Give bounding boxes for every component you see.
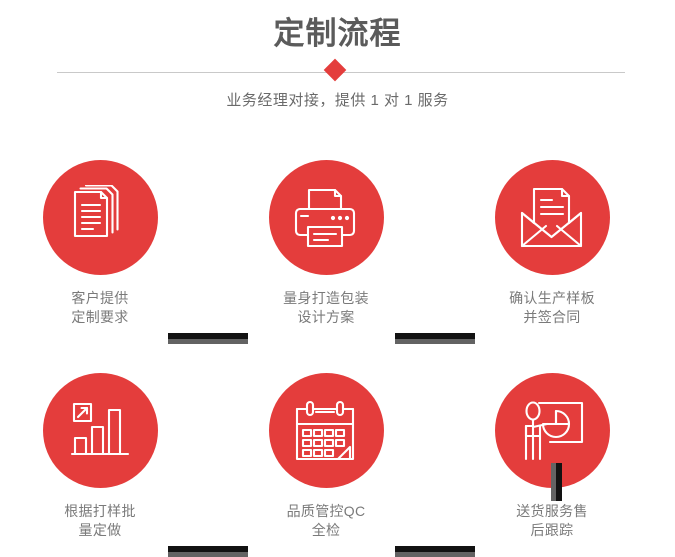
flow-step-5-circle xyxy=(268,373,384,488)
flow-step-5[interactable]: 品质管控QC 全检 xyxy=(211,373,441,540)
connector-bar-dark xyxy=(168,546,248,552)
diamond-marker-icon xyxy=(323,58,347,82)
connector-bar-dark xyxy=(168,333,248,339)
connector-bar-grey xyxy=(168,552,248,557)
connector-bar-dark xyxy=(395,333,475,339)
flow-step-4[interactable]: 根据打样批 量定做 xyxy=(0,373,215,540)
flow-step-6[interactable]: 送货服务售 后跟踪 xyxy=(437,373,667,540)
connector-step3-step6 xyxy=(551,463,562,501)
flow-step-3[interactable]: 确认生产样板 并签合同 xyxy=(437,160,667,327)
flow-step-4-circle xyxy=(42,373,158,488)
flow-step-1[interactable]: 客户提供 定制要求 xyxy=(0,160,215,327)
connector-bar-grey xyxy=(395,339,475,344)
connector-step5-step6 xyxy=(395,546,475,557)
connector-bar-grey xyxy=(168,339,248,344)
flow-step-4-label: 根据打样批 量定做 xyxy=(64,503,136,538)
flow-step-2-circle xyxy=(268,160,384,275)
flow-step-3-circle xyxy=(494,160,610,275)
page-header: 定制流程 业务经理对接，提供 1 对 1 服务 xyxy=(0,0,675,130)
process-flow: 客户提供 定制要求 量身打造包装 设计方案 xyxy=(0,130,675,557)
flow-step-1-label: 客户提供 定制要求 xyxy=(71,290,129,325)
connector-bar-dark xyxy=(556,463,562,501)
page-subtitle: 业务经理对接，提供 1 对 1 服务 xyxy=(226,92,449,109)
connector-bar-grey xyxy=(551,463,556,501)
connector-step2-step3 xyxy=(395,333,475,344)
connector-step1-step2 xyxy=(168,333,248,344)
connector-bar-dark xyxy=(395,546,475,552)
flow-step-1-circle xyxy=(42,160,158,275)
flow-step-3-label: 确认生产样板 并签合同 xyxy=(509,290,595,325)
flow-step-5-label: 品质管控QC 全检 xyxy=(286,503,366,538)
flow-step-6-label: 送货服务售 后跟踪 xyxy=(516,503,588,538)
page-title: 定制流程 xyxy=(273,16,402,51)
connector-bar-grey xyxy=(395,552,475,557)
flow-step-2[interactable]: 量身打造包装 设计方案 xyxy=(211,160,441,327)
flow-step-2-label: 量身打造包装 设计方案 xyxy=(283,290,369,325)
connector-step4-step5 xyxy=(168,546,248,557)
